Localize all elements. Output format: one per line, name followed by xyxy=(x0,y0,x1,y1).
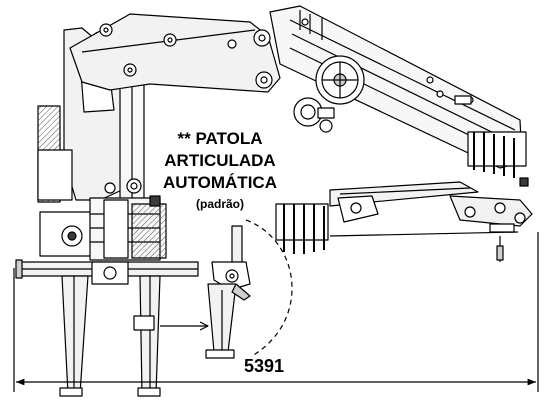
main-boom xyxy=(69,13,281,93)
articulated-stabilizer xyxy=(160,225,251,359)
jib-arm xyxy=(329,181,533,262)
dimension-line xyxy=(13,232,539,392)
left-stabilizer-legs xyxy=(59,275,161,397)
boom-tip-pulleys xyxy=(467,131,529,187)
note-subtitle: (padrão) xyxy=(196,197,244,211)
note-line-3: AUTOMÁTICA xyxy=(163,173,277,192)
callout-arc xyxy=(245,219,293,357)
note-line-1: ** PATOLA xyxy=(177,129,263,148)
note-line-2: ARTICULADA xyxy=(164,151,276,170)
rotator-cluster xyxy=(275,203,329,254)
overall-length-label: 5391 xyxy=(243,356,285,376)
winch-drum xyxy=(315,55,365,105)
stabilizer-note: ** PATOLA ARTICULADA AUTOMÁTICA (padrão) xyxy=(150,128,290,212)
control-cabinet xyxy=(37,105,167,285)
hydraulic-motor xyxy=(293,97,335,133)
